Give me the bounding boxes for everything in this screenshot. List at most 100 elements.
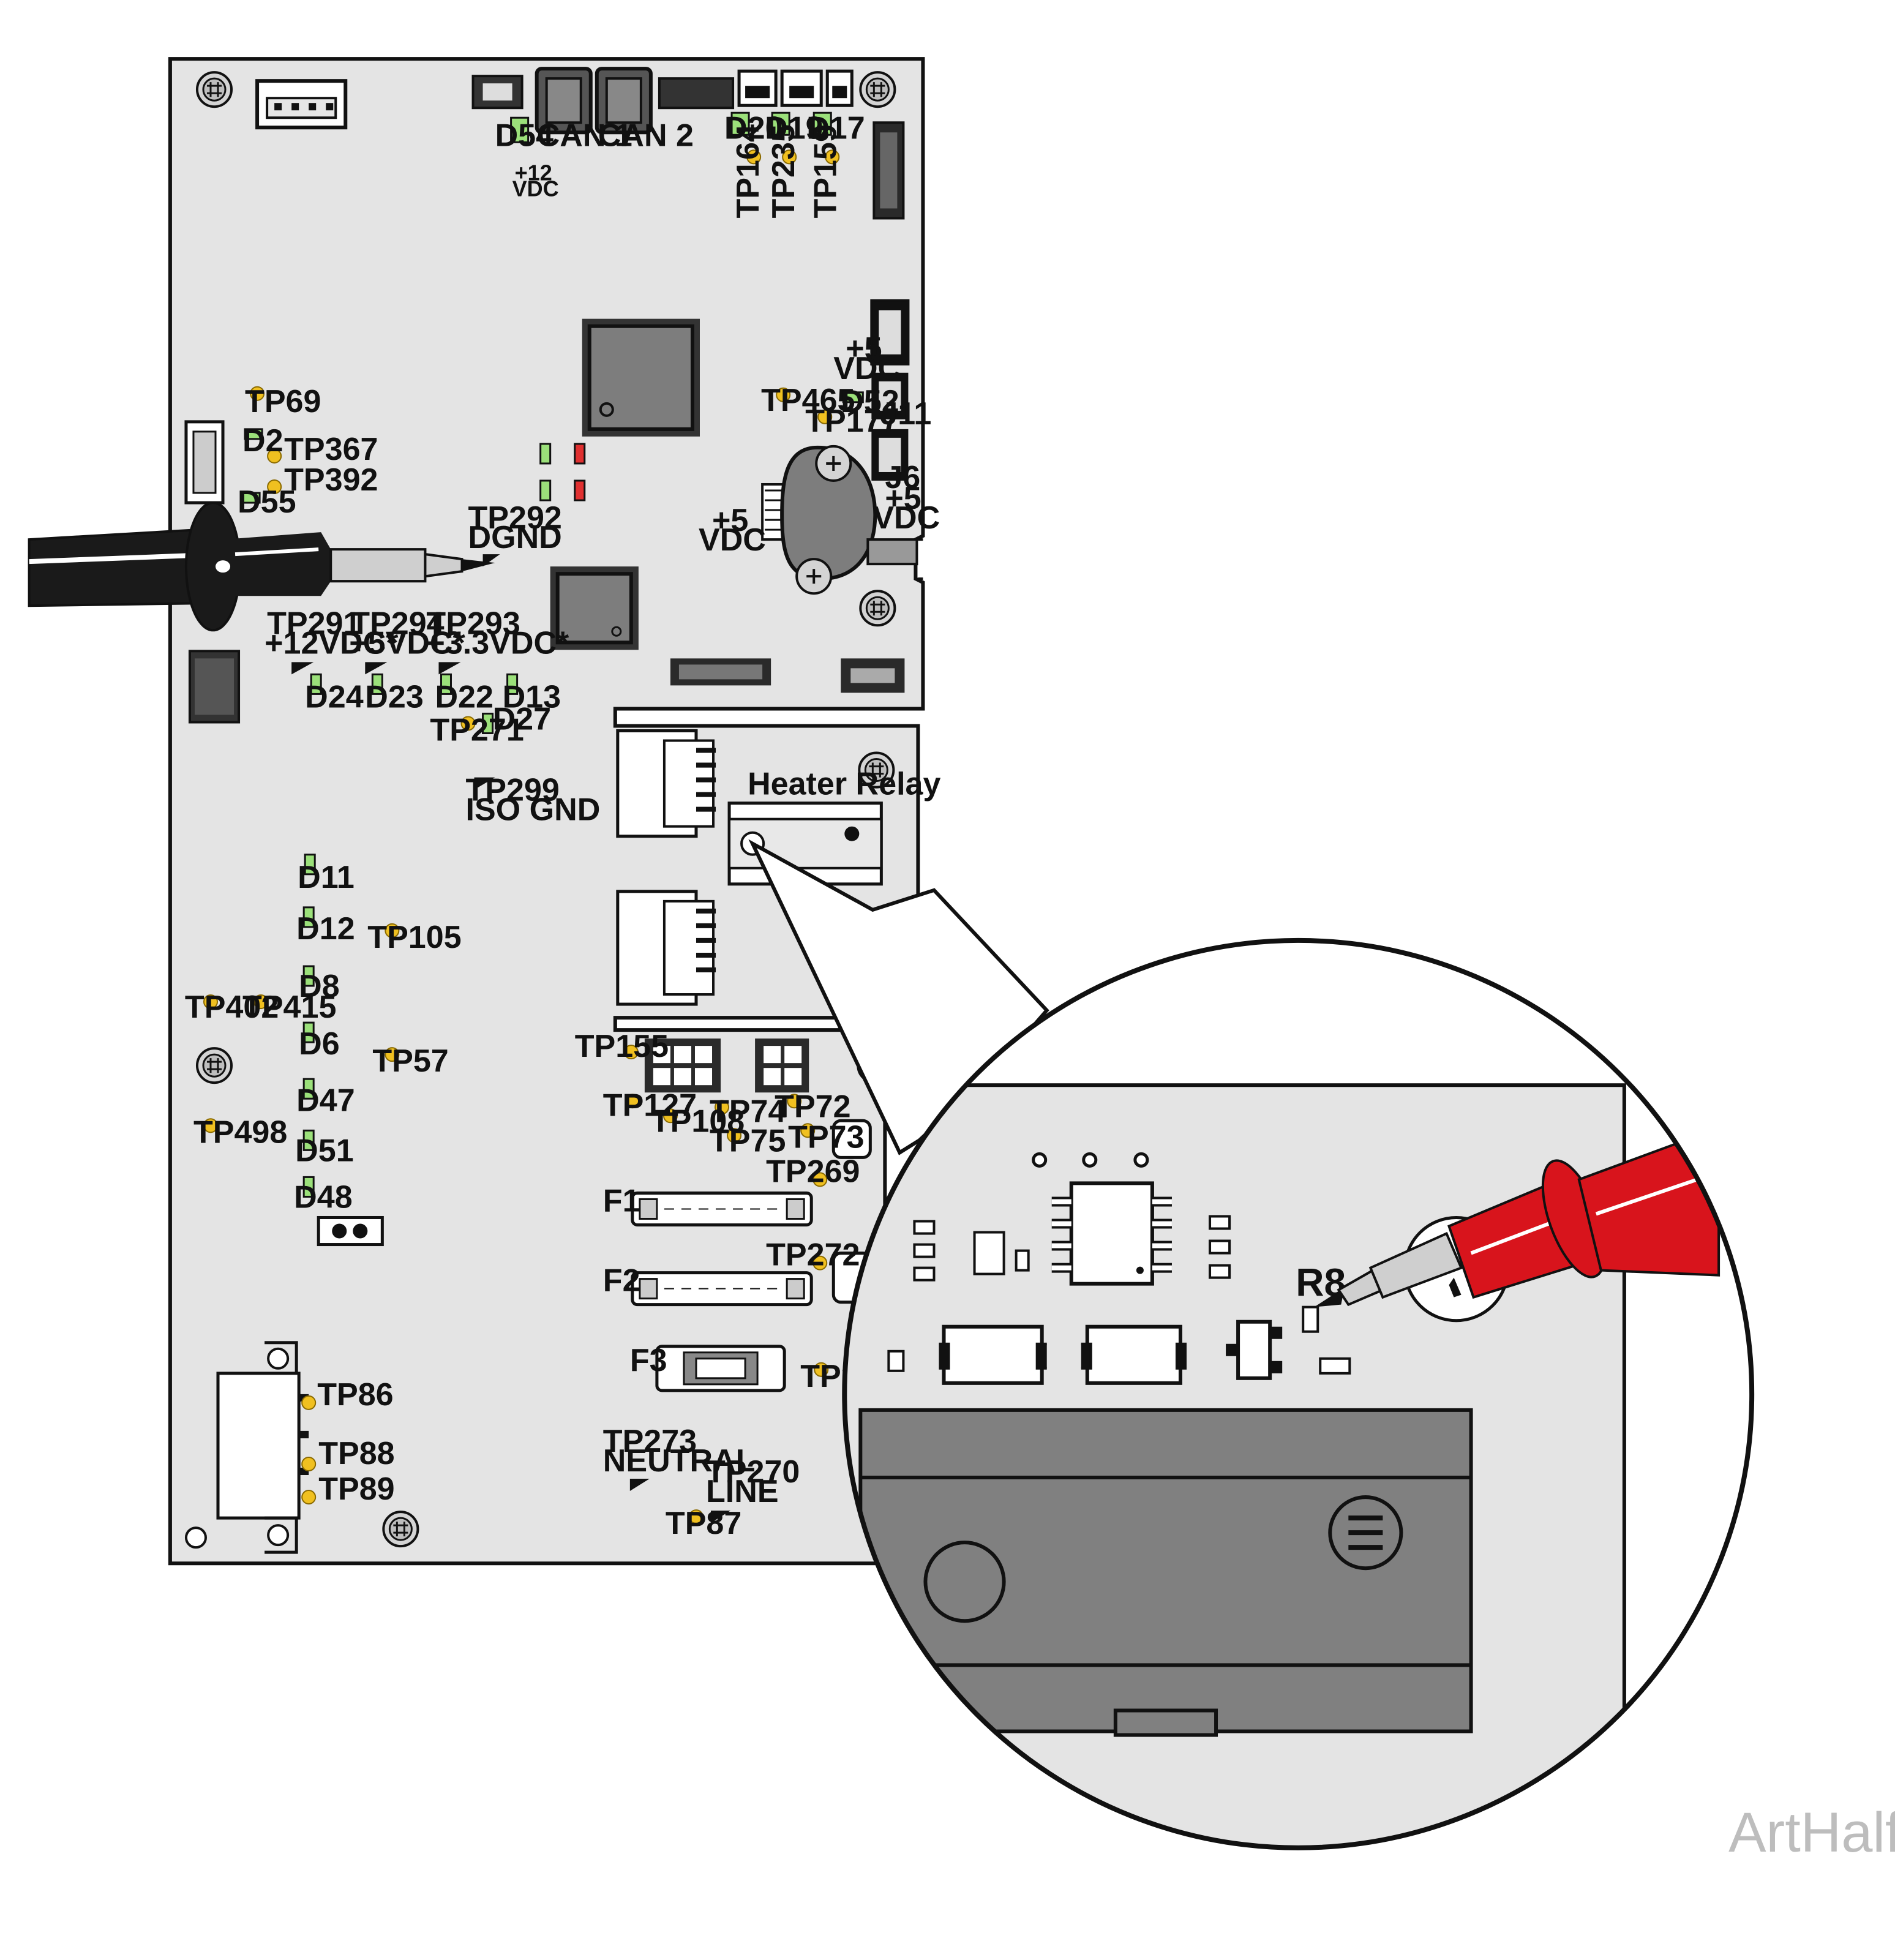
test-point [812, 1172, 828, 1187]
component-label: F3 [630, 1343, 667, 1378]
component-label: D55 [238, 484, 296, 520]
main-board: Heater Relay [168, 57, 941, 1566]
d54-connector [471, 75, 523, 110]
watermark: ArtHalf [1728, 1801, 1895, 1864]
component-label: TP177 [805, 404, 899, 439]
magnified-relay [858, 1408, 1473, 1737]
secondary-chip [550, 566, 639, 650]
led-indicator [310, 673, 322, 695]
fuse-f1 [631, 1191, 813, 1227]
component-label: TP271 [430, 713, 523, 748]
test-point [625, 1094, 640, 1109]
led-indicator [539, 443, 552, 465]
test-point [800, 1123, 816, 1138]
component-label: D54 [495, 118, 554, 153]
component-label: TP73 [788, 1119, 864, 1155]
component-label: D20 [724, 110, 782, 146]
component-label: D17 [806, 110, 865, 146]
power-block-connector-2 [755, 1038, 809, 1093]
component-label: D19 [765, 110, 823, 146]
test-point [267, 479, 282, 495]
led-indicator [574, 443, 586, 465]
relay-connector-bottom [616, 890, 716, 1006]
main-processor-chip [582, 318, 700, 437]
component-label: TP159 [808, 124, 843, 218]
led-indicator [244, 428, 263, 440]
led-indicator [371, 673, 383, 695]
header-connector [658, 77, 735, 110]
component-label: TP75 [710, 1123, 786, 1158]
component-label: D2 [242, 423, 283, 459]
screw-icon [383, 1512, 418, 1546]
red-probe-icon [1314, 1126, 1721, 1307]
component-label: TP292 [468, 500, 562, 536]
test-point [460, 716, 476, 731]
component-label: NEUTRAL [603, 1443, 756, 1479]
test-point [623, 1045, 639, 1060]
component-label: +5 [885, 481, 921, 516]
component-label: TP402 [185, 989, 279, 1025]
component-label: D51 [295, 1133, 353, 1168]
component-label: TP294 [350, 606, 444, 641]
fuse-f2 [631, 1271, 813, 1307]
screw-icon [860, 72, 895, 107]
magnified-view: R8 [842, 937, 1755, 1850]
component-label: TP273 [603, 1424, 697, 1459]
component-label: F1 [603, 1183, 640, 1218]
test-point [746, 149, 762, 165]
test-pad [438, 662, 461, 675]
small-2pin-connector [317, 1215, 384, 1247]
component-label: VDC [833, 351, 901, 386]
component-label: TP87 [666, 1506, 741, 1541]
led-indicator [482, 712, 494, 735]
test-point [301, 1490, 317, 1505]
component-label: TP415 [242, 989, 336, 1025]
component-label: VDC [512, 176, 559, 201]
component-label: J6 [885, 460, 920, 495]
component-label: TP74 [710, 1094, 786, 1129]
test-point [662, 1108, 678, 1124]
component-label: CAN 1 [537, 118, 632, 153]
test-point [250, 386, 265, 401]
component-label: TP291 [267, 606, 361, 641]
test-point [688, 1509, 704, 1525]
r8-resistor [1302, 1305, 1319, 1333]
component-label: TP89 [318, 1471, 394, 1507]
led-indicator [440, 673, 452, 695]
component-label: +5VDC* [349, 625, 465, 661]
component-label: DGND [468, 520, 562, 555]
bottom-ribbon-connector [670, 658, 771, 686]
test-point [814, 1362, 829, 1377]
test-point [812, 1255, 828, 1271]
led-indicator [812, 111, 832, 136]
component-label: D47 [296, 1083, 355, 1118]
test-point [817, 409, 833, 424]
test-point [385, 923, 400, 938]
component-label: TP299 [466, 773, 560, 808]
component-label: TP88 [318, 1436, 394, 1471]
component-label: D52 [841, 384, 899, 419]
component-label: +12VDC* [265, 625, 399, 661]
component-label: D12 [296, 911, 355, 947]
can2-connector [595, 67, 653, 135]
small-connectors-top [737, 69, 854, 107]
component-label: TP57 [372, 1043, 448, 1079]
component-label: TP127 [603, 1087, 697, 1123]
led-indicator [302, 1129, 315, 1151]
mount-hole [184, 1526, 207, 1549]
test-pad [711, 1511, 731, 1523]
test-point [787, 1094, 802, 1109]
component-label: VDC [872, 500, 940, 536]
component-label: VDC [699, 522, 766, 558]
component-label: D48 [294, 1179, 352, 1215]
test-point [267, 448, 282, 464]
component-label: TP155 [575, 1029, 669, 1064]
component-label: TP269 [766, 1154, 860, 1189]
component-label: TP392 [284, 462, 378, 498]
top-connector-left [255, 79, 348, 130]
component-label: +3.3VDC* [426, 625, 569, 661]
component-label: D24 [305, 679, 364, 715]
